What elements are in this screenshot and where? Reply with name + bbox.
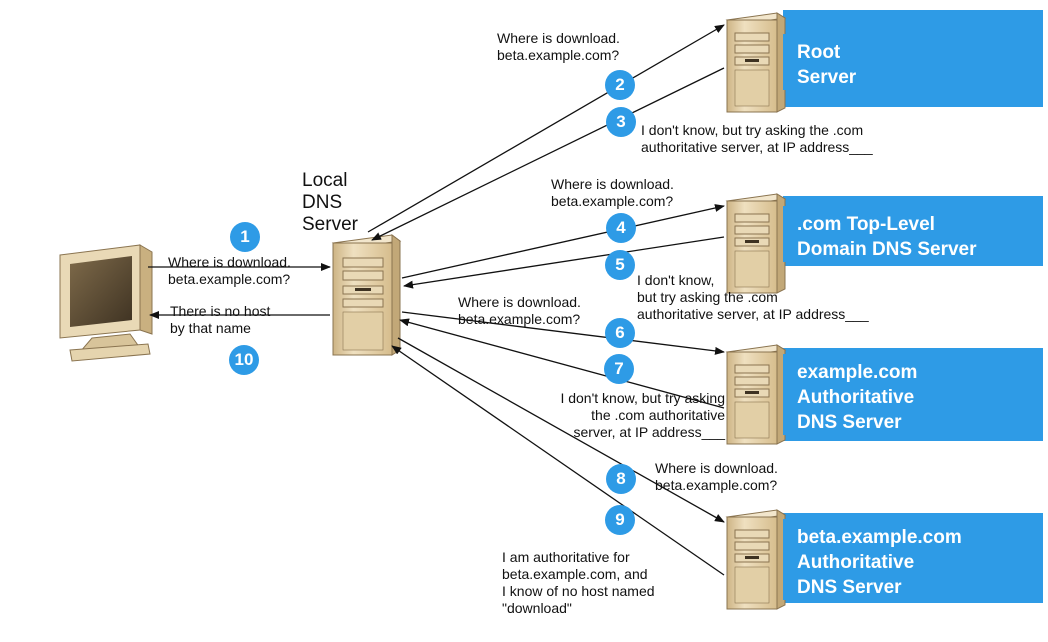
beta-server-label: beta.example.com Authoritative DNS Serve… — [783, 519, 1043, 600]
step-7-badge: 7 — [604, 354, 634, 384]
arrow-step-9 — [391, 345, 725, 576]
tld-server-label: .com Top-Level Domain DNS Server — [783, 206, 1043, 262]
message-2-line-2: beta.example.com? — [497, 47, 620, 63]
arrow-step-5 — [403, 236, 725, 289]
message-9-line-4: "download" — [502, 600, 572, 616]
step-1-badge: 1 — [230, 222, 260, 252]
root-server-icon — [725, 12, 787, 113]
step-2-badge: 2 — [605, 70, 635, 100]
message-4-line-1: Where is download. — [551, 176, 674, 192]
arrow-step-6 — [401, 311, 725, 355]
root-server-line-2: Server — [797, 67, 857, 88]
beta-server-icon — [725, 509, 787, 610]
message-6-line-1: Where is download. — [458, 294, 581, 310]
root-server-line-1: Root — [797, 42, 841, 63]
message-5: I don't know, but try asking the .com au… — [637, 272, 869, 323]
example-server-line-2: Authoritative — [797, 387, 915, 408]
message-7-line-2: the .com authoritative — [591, 407, 725, 423]
client-computer-icon — [59, 244, 153, 362]
message-5-line-3: authoritative server, at IP address___ — [637, 306, 869, 322]
message-9-line-3: I know of no host named — [502, 583, 655, 599]
local-title-line-3: Server — [302, 214, 358, 235]
arrow-step-2 — [367, 24, 725, 233]
example-server-icon — [725, 344, 787, 445]
example-server-label: example.com Authoritative DNS Server — [783, 354, 1043, 435]
beta-server-line-2: Authoritative — [797, 552, 915, 573]
message-4: Where is download. beta.example.com? — [551, 176, 674, 210]
message-5-line-2: but try asking the .com — [637, 289, 778, 305]
message-8-line-1: Where is download. — [655, 460, 778, 476]
root-server-label: Root Server — [783, 34, 1043, 90]
arrow-step-4 — [401, 204, 725, 279]
step-9-badge: 9 — [605, 505, 635, 535]
message-6: Where is download. beta.example.com? — [458, 294, 581, 328]
message-9: I am authoritative for beta.example.com,… — [502, 549, 655, 617]
example-server-line-3: DNS Server — [797, 412, 902, 433]
arrow-step-8 — [397, 337, 725, 523]
step-8-badge: 8 — [606, 464, 636, 494]
message-7-line-1: I don't know, but try asking — [560, 390, 725, 406]
message-2-line-1: Where is download. — [497, 30, 620, 46]
message-3-line-1: I don't know, but try asking the .com — [641, 122, 864, 138]
local-dns-server-icon — [331, 234, 402, 356]
message-1-line-2: beta.example.com? — [168, 271, 291, 287]
message-8: Where is download. beta.example.com? — [655, 460, 778, 494]
message-5-line-1: I don't know, — [637, 272, 715, 288]
example-server-line-1: example.com — [797, 362, 918, 383]
arrow-step-3 — [371, 67, 725, 241]
message-10-line-2: by that name — [170, 320, 251, 336]
message-9-line-1: I am authoritative for — [502, 549, 630, 565]
message-1-line-1: Where is download. — [168, 254, 291, 270]
message-10-line-1: There is no host — [170, 303, 271, 319]
step-4-badge: 4 — [606, 213, 636, 243]
step-6-badge: 6 — [605, 318, 635, 348]
message-8-line-2: beta.example.com? — [655, 477, 778, 493]
message-4-line-2: beta.example.com? — [551, 193, 674, 209]
message-2: Where is download. beta.example.com? — [497, 30, 620, 64]
tld-server-line-2: Domain DNS Server — [797, 239, 977, 260]
step-5-badge: 5 — [605, 250, 635, 280]
message-1: Where is download. beta.example.com? — [168, 254, 291, 288]
tld-server-line-1: .com Top-Level — [797, 214, 935, 235]
local-dns-server-title: Local DNS Server — [302, 170, 358, 236]
beta-server-line-1: beta.example.com — [797, 527, 962, 548]
message-7: I don't know, but try asking the .com au… — [531, 390, 725, 441]
message-3: I don't know, but try asking the .com au… — [641, 122, 873, 156]
message-10: There is no host by that name — [170, 303, 270, 337]
message-3-line-2: authoritative server, at IP address___ — [641, 139, 873, 155]
local-title-line-1: Local — [302, 170, 348, 191]
local-title-line-2: DNS — [302, 192, 343, 213]
message-9-line-2: beta.example.com, and — [502, 566, 648, 582]
step-3-badge: 3 — [606, 107, 636, 137]
beta-server-line-3: DNS Server — [797, 577, 902, 598]
message-6-line-2: beta.example.com? — [458, 311, 581, 327]
tld-server-icon — [725, 193, 787, 294]
step-10-badge: 10 — [229, 345, 259, 375]
message-7-line-3: server, at IP address___ — [573, 424, 726, 440]
arrow-step-7 — [399, 318, 725, 409]
